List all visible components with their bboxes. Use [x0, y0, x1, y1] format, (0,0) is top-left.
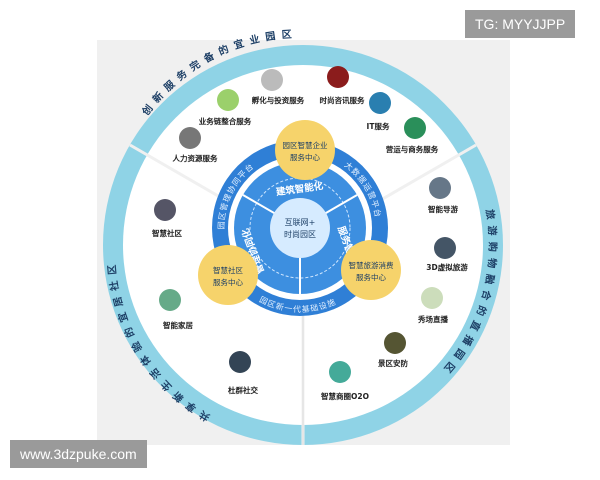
service-label: 杜群社交 [228, 385, 258, 395]
service-label: 业务链整合服务 [199, 116, 252, 126]
service-label: 人力资源服务 [173, 153, 218, 163]
incubation-icon [261, 69, 283, 91]
service-item[interactable]: 人力资源服务 [173, 127, 218, 163]
business-chain-icon [217, 89, 239, 111]
svg-text:服务中心: 服务中心 [213, 277, 243, 287]
service-label: 景区安防 [378, 358, 408, 368]
service-label: 营运与商务服务 [386, 144, 439, 154]
svg-text:服务中心: 服务中心 [290, 152, 320, 162]
service-item[interactable]: 杜群社交 [228, 351, 258, 395]
it-icon [369, 92, 391, 114]
service-label: 智能家居 [163, 320, 193, 330]
service-item[interactable]: 智能导游 [428, 177, 458, 214]
service-item[interactable]: 业务链整合服务 [199, 89, 252, 126]
service-item[interactable]: 景区安防 [378, 332, 408, 368]
watermark-top: TG: MYYJJPP [465, 10, 576, 38]
service-item[interactable]: 智能家居 [159, 289, 193, 330]
service-item[interactable]: 孵化与投资服务 [251, 69, 305, 105]
hr-icon [179, 127, 201, 149]
service-label: 3D虚拟旅游 [426, 262, 468, 272]
svg-text:园区智慧企业: 园区智慧企业 [283, 140, 328, 150]
watermark-bottom: www.3dzpuke.com [10, 440, 147, 468]
svg-text:服务中心: 服务中心 [356, 272, 386, 282]
service-item[interactable]: 秀场直播 [417, 287, 448, 324]
service-item[interactable]: 智慧商圈O2O [321, 361, 369, 401]
svg-text:智慧社区: 智慧社区 [213, 265, 243, 275]
service-label: 孵化与投资服务 [251, 95, 305, 105]
security-icon [384, 332, 406, 354]
live-stream-icon [421, 287, 443, 309]
service-item[interactable]: 营运与商务服务 [386, 117, 439, 154]
service-label: 智慧社区 [152, 228, 182, 238]
svg-text:智慧旅游消费: 智慧旅游消费 [349, 260, 394, 270]
enterprise-service-center[interactable]: 园区智慧企业 服务中心 [275, 120, 335, 180]
center-circle [270, 198, 330, 258]
smart-home-icon [159, 289, 181, 311]
social-icon [229, 351, 251, 373]
service-label: 智能导游 [428, 204, 458, 214]
service-label: 时尚咨讯服务 [320, 95, 365, 105]
service-item[interactable]: 3D虚拟旅游 [426, 237, 468, 272]
tourism-service-center[interactable]: 智慧旅游消费 服务中心 [341, 240, 401, 300]
center-text-2: 时尚园区 [284, 229, 316, 239]
guide-icon [429, 177, 451, 199]
community-icon [154, 199, 176, 221]
community-service-center[interactable]: 智慧社区 服务中心 [198, 245, 258, 305]
vr-tour-icon [434, 237, 456, 259]
globe-icon [404, 117, 426, 139]
service-label: 智慧商圈O2O [321, 391, 369, 401]
service-label: 秀场直播 [417, 314, 448, 324]
center-text-1: 互联网+ [285, 218, 316, 227]
service-item[interactable]: 时尚咨讯服务 [320, 66, 365, 105]
fashion-news-icon [327, 66, 349, 88]
o2o-icon [329, 361, 351, 383]
service-item[interactable]: 智慧社区 [152, 199, 182, 238]
service-item[interactable]: IT服务 [367, 92, 391, 131]
service-label: IT服务 [367, 121, 390, 131]
